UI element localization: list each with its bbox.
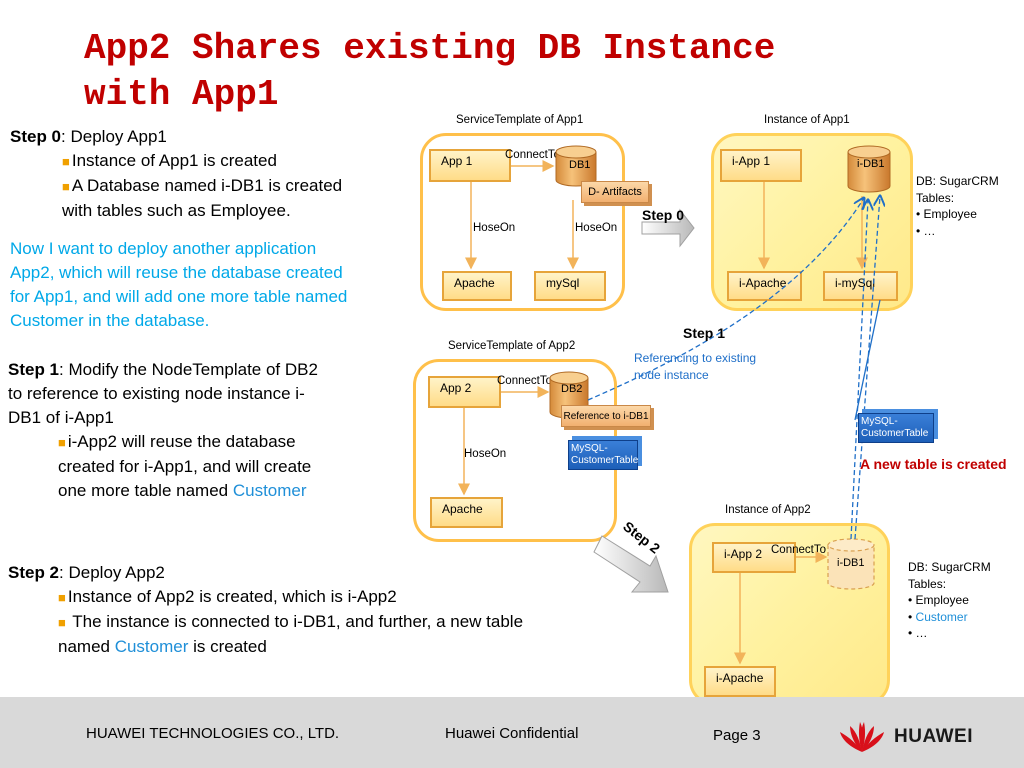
step2-bullet2: The instance is connected to i-DB1, and … — [67, 612, 524, 631]
inst1-apache-node: i-Apache — [727, 271, 802, 301]
st2-reference: Reference to i-DB1 — [561, 405, 651, 427]
mysql-table-line: MySQL- — [861, 416, 898, 427]
footer-brand: HUAWEI — [894, 726, 973, 747]
step2-bullet1: Instance of App2 is created, which is i-… — [67, 587, 397, 606]
inst2-app-node: i-App 2 — [712, 542, 796, 573]
step0-head: Step 0 — [10, 127, 62, 146]
intro-line: Customer in the database. — [10, 311, 210, 330]
new-table-label: A new table is created — [860, 456, 1007, 472]
st2-db-label: DB2 — [561, 383, 583, 395]
db-note-customer: Customer — [915, 609, 968, 624]
db-note-line: Tables: — [916, 190, 955, 205]
new-table-link — [854, 299, 881, 421]
step1-bullet1b: created for i-App1, and will create — [58, 457, 312, 476]
st1-hose-label-2: HoseOn — [575, 222, 618, 234]
step0-bullet1: Instance of App1 is created — [71, 151, 277, 170]
step1-bullet1: i-App2 will reuse the database — [67, 432, 296, 451]
db-note-line: Tables: — [908, 576, 947, 591]
step1-text: Step 1: Modify the NodeTemplate of DB2 t… — [8, 358, 408, 503]
reference-line: node instance — [634, 368, 709, 382]
st1-app-node: App 1 — [429, 149, 511, 182]
step2-head: Step 2 — [8, 563, 60, 582]
inst1-db-label: i-DB1 — [857, 158, 885, 170]
intro-text: Now I want to deploy another application… — [10, 237, 415, 333]
step2-bullet2b: named — [58, 637, 115, 656]
footer-page: Page 3 — [713, 727, 761, 744]
reference-line: Referencing to existing — [634, 351, 757, 365]
st2-caption: ServiceTemplate of App2 — [448, 340, 576, 352]
bullet-glyph: • — [908, 609, 916, 624]
mysql-table-line: CustomerTable — [571, 455, 639, 466]
st1-db-cylinder — [555, 145, 597, 187]
st2-mysql-table: MySQL- CustomerTable — [568, 440, 638, 470]
step0-label: Step 0 — [642, 207, 685, 223]
step2-bullet2d: is created — [188, 637, 267, 656]
bullet-icon: ■ — [62, 179, 70, 194]
db-note-line: DB: SugarCRM — [916, 174, 999, 188]
step1-line3: DB1 of i-App1 — [8, 408, 114, 427]
inst1-caption: Instance of App1 — [764, 114, 850, 126]
inst1-mysql-node: i-mySql — [823, 271, 898, 301]
step1-rest: : Modify the NodeTemplate of DB2 — [59, 360, 318, 379]
intro-line: Now I want to deploy another application — [10, 239, 317, 258]
step1-head: Step 1 — [8, 360, 60, 379]
mysql-table-line: MySQL- — [571, 443, 608, 454]
intro-line: for App1, and will add one more table na… — [10, 287, 348, 306]
bullet-icon: ■ — [62, 154, 70, 169]
st2-connect-label: ConnectTo — [497, 375, 552, 387]
db-note-line: • Employee — [908, 593, 969, 607]
st2-hose-label: HoseOn — [464, 448, 507, 460]
reference-label: Referencing to existing node instance — [634, 350, 756, 384]
inst1-db-cylinder — [847, 145, 891, 193]
step1-line2: to reference to existing node instance i… — [8, 384, 305, 403]
db-note-app2: DB: SugarCRM Tables: • Employee • Custom… — [908, 559, 991, 642]
st1-mysql-node: mySql — [534, 271, 606, 301]
new-mysql-table: MySQL- CustomerTable — [858, 413, 934, 443]
bullet-icon: ■ — [58, 615, 66, 630]
step0-arrow-icon — [641, 208, 695, 248]
inst1-app-node: i-App 1 — [720, 149, 802, 182]
st1-hose-label-1: HoseOn — [473, 222, 516, 234]
st2-apache-node: Apache — [430, 497, 503, 528]
st1-apache-node: Apache — [442, 271, 512, 301]
inst2-apache-node: i-Apache — [704, 666, 776, 697]
inst2-db-label: i-DB1 — [837, 557, 865, 569]
step2-customer: Customer — [114, 637, 189, 656]
mysql-table-line: CustomerTable — [861, 428, 929, 439]
bullet-icon: ■ — [58, 435, 66, 450]
footer-company: HUAWEI TECHNOLOGIES CO., LTD. — [86, 725, 340, 742]
st1-connect-label: ConnectTo — [505, 149, 560, 161]
step0-bullet2b: with tables such as Employee. — [62, 201, 291, 220]
page-title: App2 Shares existing DB Instance with Ap… — [84, 28, 776, 115]
step2-rest: : Deploy App2 — [59, 563, 165, 582]
step0-rest: : Deploy App1 — [61, 127, 167, 146]
db-note-app1: DB: SugarCRM Tables: • Employee • … — [916, 173, 999, 239]
db-reuse-dashed-arrow-2 — [854, 196, 880, 540]
step0-text: Step 0: Deploy App1 ■Instance of App1 is… — [10, 125, 410, 223]
step2-arrow-icon — [593, 535, 669, 593]
st2-app-node: App 2 — [428, 376, 501, 408]
bullet-icon: ■ — [58, 590, 66, 605]
step1-bullet1c: one more table named — [58, 481, 233, 500]
step1-customer: Customer — [232, 481, 307, 500]
db-reuse-dashed-arrow-1 — [850, 200, 868, 540]
step0-bullet2: A Database named i-DB1 is created — [71, 176, 343, 195]
st1-artifact: D- Artifacts — [581, 181, 649, 203]
db-note-line: • Employee — [916, 207, 977, 221]
step1-label: Step 1 — [683, 325, 726, 341]
st1-db-label: DB1 — [569, 159, 591, 171]
inst2-connect-label: ConnectTo — [771, 544, 826, 556]
db-note-line: DB: SugarCRM — [908, 560, 991, 574]
db-note-line: • … — [916, 223, 936, 238]
step2-text: Step 2: Deploy App2 ■Instance of App2 is… — [8, 561, 628, 659]
st1-caption: ServiceTemplate of App1 — [456, 114, 584, 126]
huawei-logo-icon — [840, 722, 884, 752]
footer-confidential: Huawei Confidential — [445, 725, 579, 742]
reference-dashed-arrow — [587, 198, 864, 401]
db-note-line: • … — [908, 626, 928, 640]
inst2-caption: Instance of App2 — [725, 504, 811, 516]
intro-line: App2, which will reuse the database crea… — [10, 263, 343, 282]
